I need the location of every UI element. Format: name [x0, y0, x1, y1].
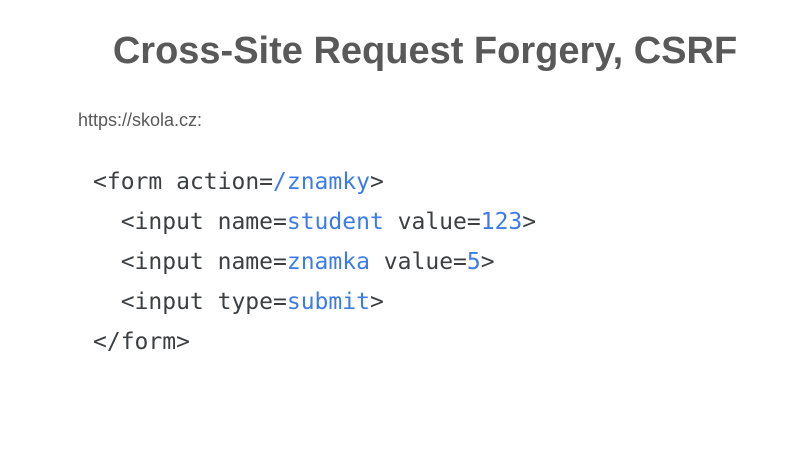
code-segment-markup: <input name= — [120, 249, 287, 275]
code-segment-value: submit — [286, 289, 370, 315]
code-segment-value: znamka — [286, 249, 370, 275]
code-line: <form action=/znamky> — [93, 162, 536, 202]
code-line: </form> — [93, 322, 536, 362]
url-label: https://skola.cz: — [78, 110, 203, 130]
code-segment-markup: > — [480, 249, 495, 275]
code-segment-markup: <input type= — [120, 289, 287, 315]
code-segment-markup: <input name= — [120, 209, 287, 235]
code-segment-value: 5 — [466, 249, 481, 275]
code-segment-markup: value= — [383, 209, 481, 235]
code-segment-markup: value= — [369, 249, 467, 275]
code-segment-markup: > — [369, 289, 384, 315]
code-segment-markup: > — [522, 209, 537, 235]
code-segment-markup: </form> — [93, 329, 190, 355]
page-title: Cross-Site Request Forgery, CSRF — [112, 30, 738, 72]
code-line: <input type=submit> — [93, 282, 536, 322]
code-segment-value: 123 — [480, 209, 523, 235]
code-line: <input name=znamka value=5> — [93, 242, 536, 282]
code-segment-markup: <form action= — [93, 169, 274, 195]
code-segment-markup: > — [369, 169, 384, 195]
code-block: <form action=/znamky><input name=student… — [93, 162, 536, 362]
code-segment-value: /znamky — [273, 169, 370, 195]
code-segment-value: student — [286, 209, 384, 235]
code-line: <input name=student value=123> — [93, 202, 536, 242]
